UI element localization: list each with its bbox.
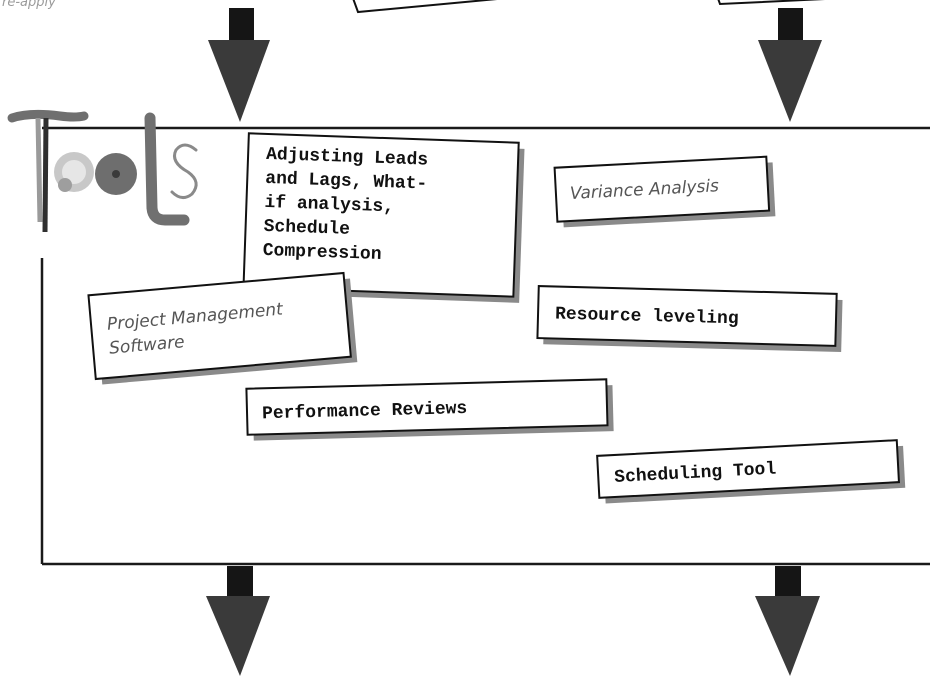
card-project-management-software: Project Management Software <box>87 271 358 385</box>
top-card-right-partial <box>717 0 826 6</box>
card-adjusting-leads: Adjusting Leads and Lags, What- if analy… <box>242 132 525 303</box>
corner-fragment-text: re-apply <box>2 0 56 10</box>
arrow-in-right <box>758 8 822 122</box>
card-resource-leveling: Resource leveling <box>536 285 843 353</box>
arrow-out-left <box>206 566 270 676</box>
card-adjusting-leads-text: Adjusting Leads and Lags, What- if analy… <box>262 145 439 267</box>
arrow-out-right <box>755 566 820 676</box>
arrow-in-left <box>208 8 270 122</box>
card-performance-reviews: Performance Reviews <box>245 378 614 441</box>
card-scheduling-tool: Scheduling Tool <box>596 439 906 504</box>
tools-logo <box>7 109 198 233</box>
card-resource-leveling-text: Resource leveling <box>555 305 739 330</box>
card-variance-analysis: Variance Analysis <box>553 155 776 228</box>
top-card-left-partial <box>352 0 498 14</box>
